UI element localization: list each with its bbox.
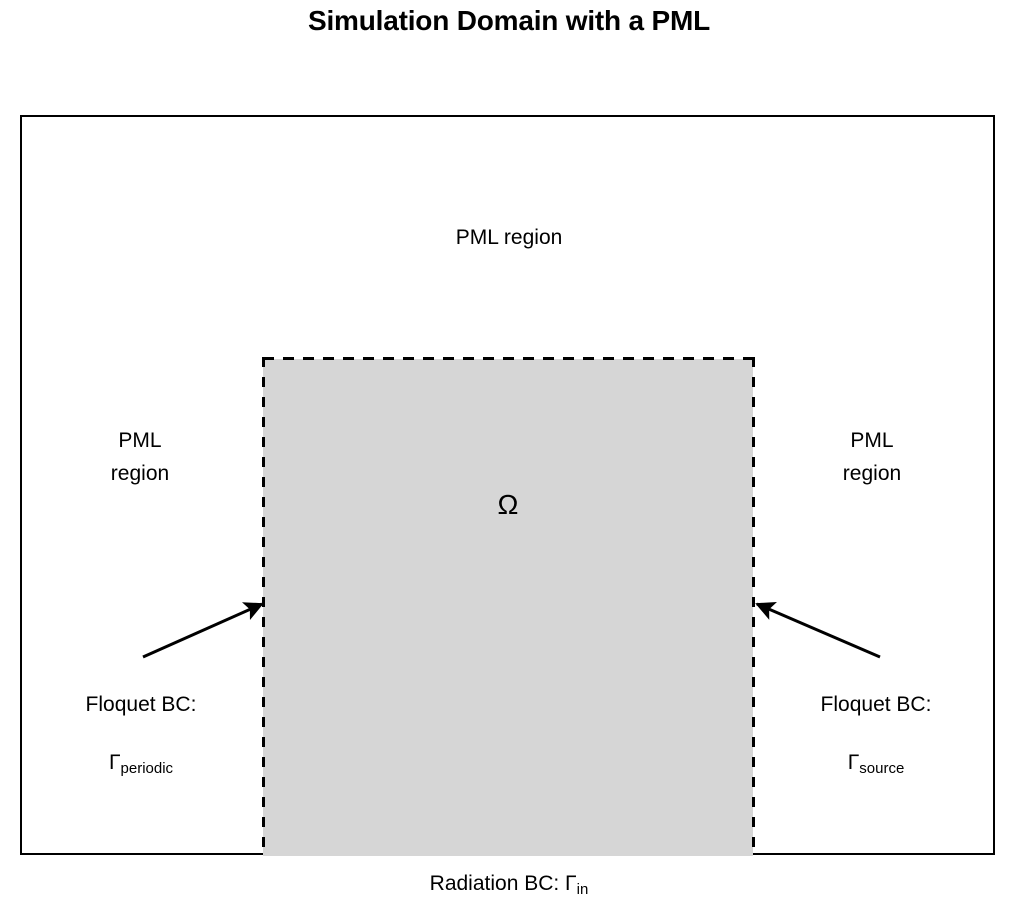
gamma-glyph-source: Γ bbox=[847, 751, 860, 774]
page-title: Simulation Domain with a PML bbox=[308, 5, 710, 36]
floquet-bc-periodic-subscript: periodic bbox=[120, 760, 174, 777]
label-pml-region-top: PML region bbox=[455, 226, 563, 249]
radiation-bc-text: Radiation BC: Γ bbox=[429, 872, 577, 895]
omega-domain-left-edge bbox=[262, 357, 265, 856]
floquet-bc-periodic-title: Floquet BC: bbox=[85, 693, 197, 716]
floquet-bc-source-title: Floquet BC: bbox=[820, 693, 932, 716]
floquet-bc-periodic-symbol: Γperiodic bbox=[55, 748, 227, 779]
label-radiation-bc: Radiation BC: Γin bbox=[0, 870, 1018, 900]
label-floquet-bc-periodic: Floquet BC: Γperiodic bbox=[55, 690, 227, 779]
floquet-bc-source-symbol: Γsource bbox=[790, 748, 962, 779]
floquet-bc-source-subscript: source bbox=[859, 760, 905, 777]
omega-domain-top-edge bbox=[263, 357, 755, 360]
label-pml-region-left: PML region bbox=[110, 429, 170, 485]
radiation-bc-subscript: in bbox=[576, 881, 589, 898]
label-floquet-bc-source: Floquet BC: Γsource bbox=[790, 690, 962, 779]
label-pml-region-right: PML region bbox=[842, 429, 902, 485]
gamma-glyph-periodic: Γ bbox=[108, 751, 121, 774]
label-omega-symbol: Ω bbox=[497, 489, 519, 520]
omega-domain-fill bbox=[263, 359, 753, 856]
omega-domain-right-edge bbox=[752, 357, 755, 856]
